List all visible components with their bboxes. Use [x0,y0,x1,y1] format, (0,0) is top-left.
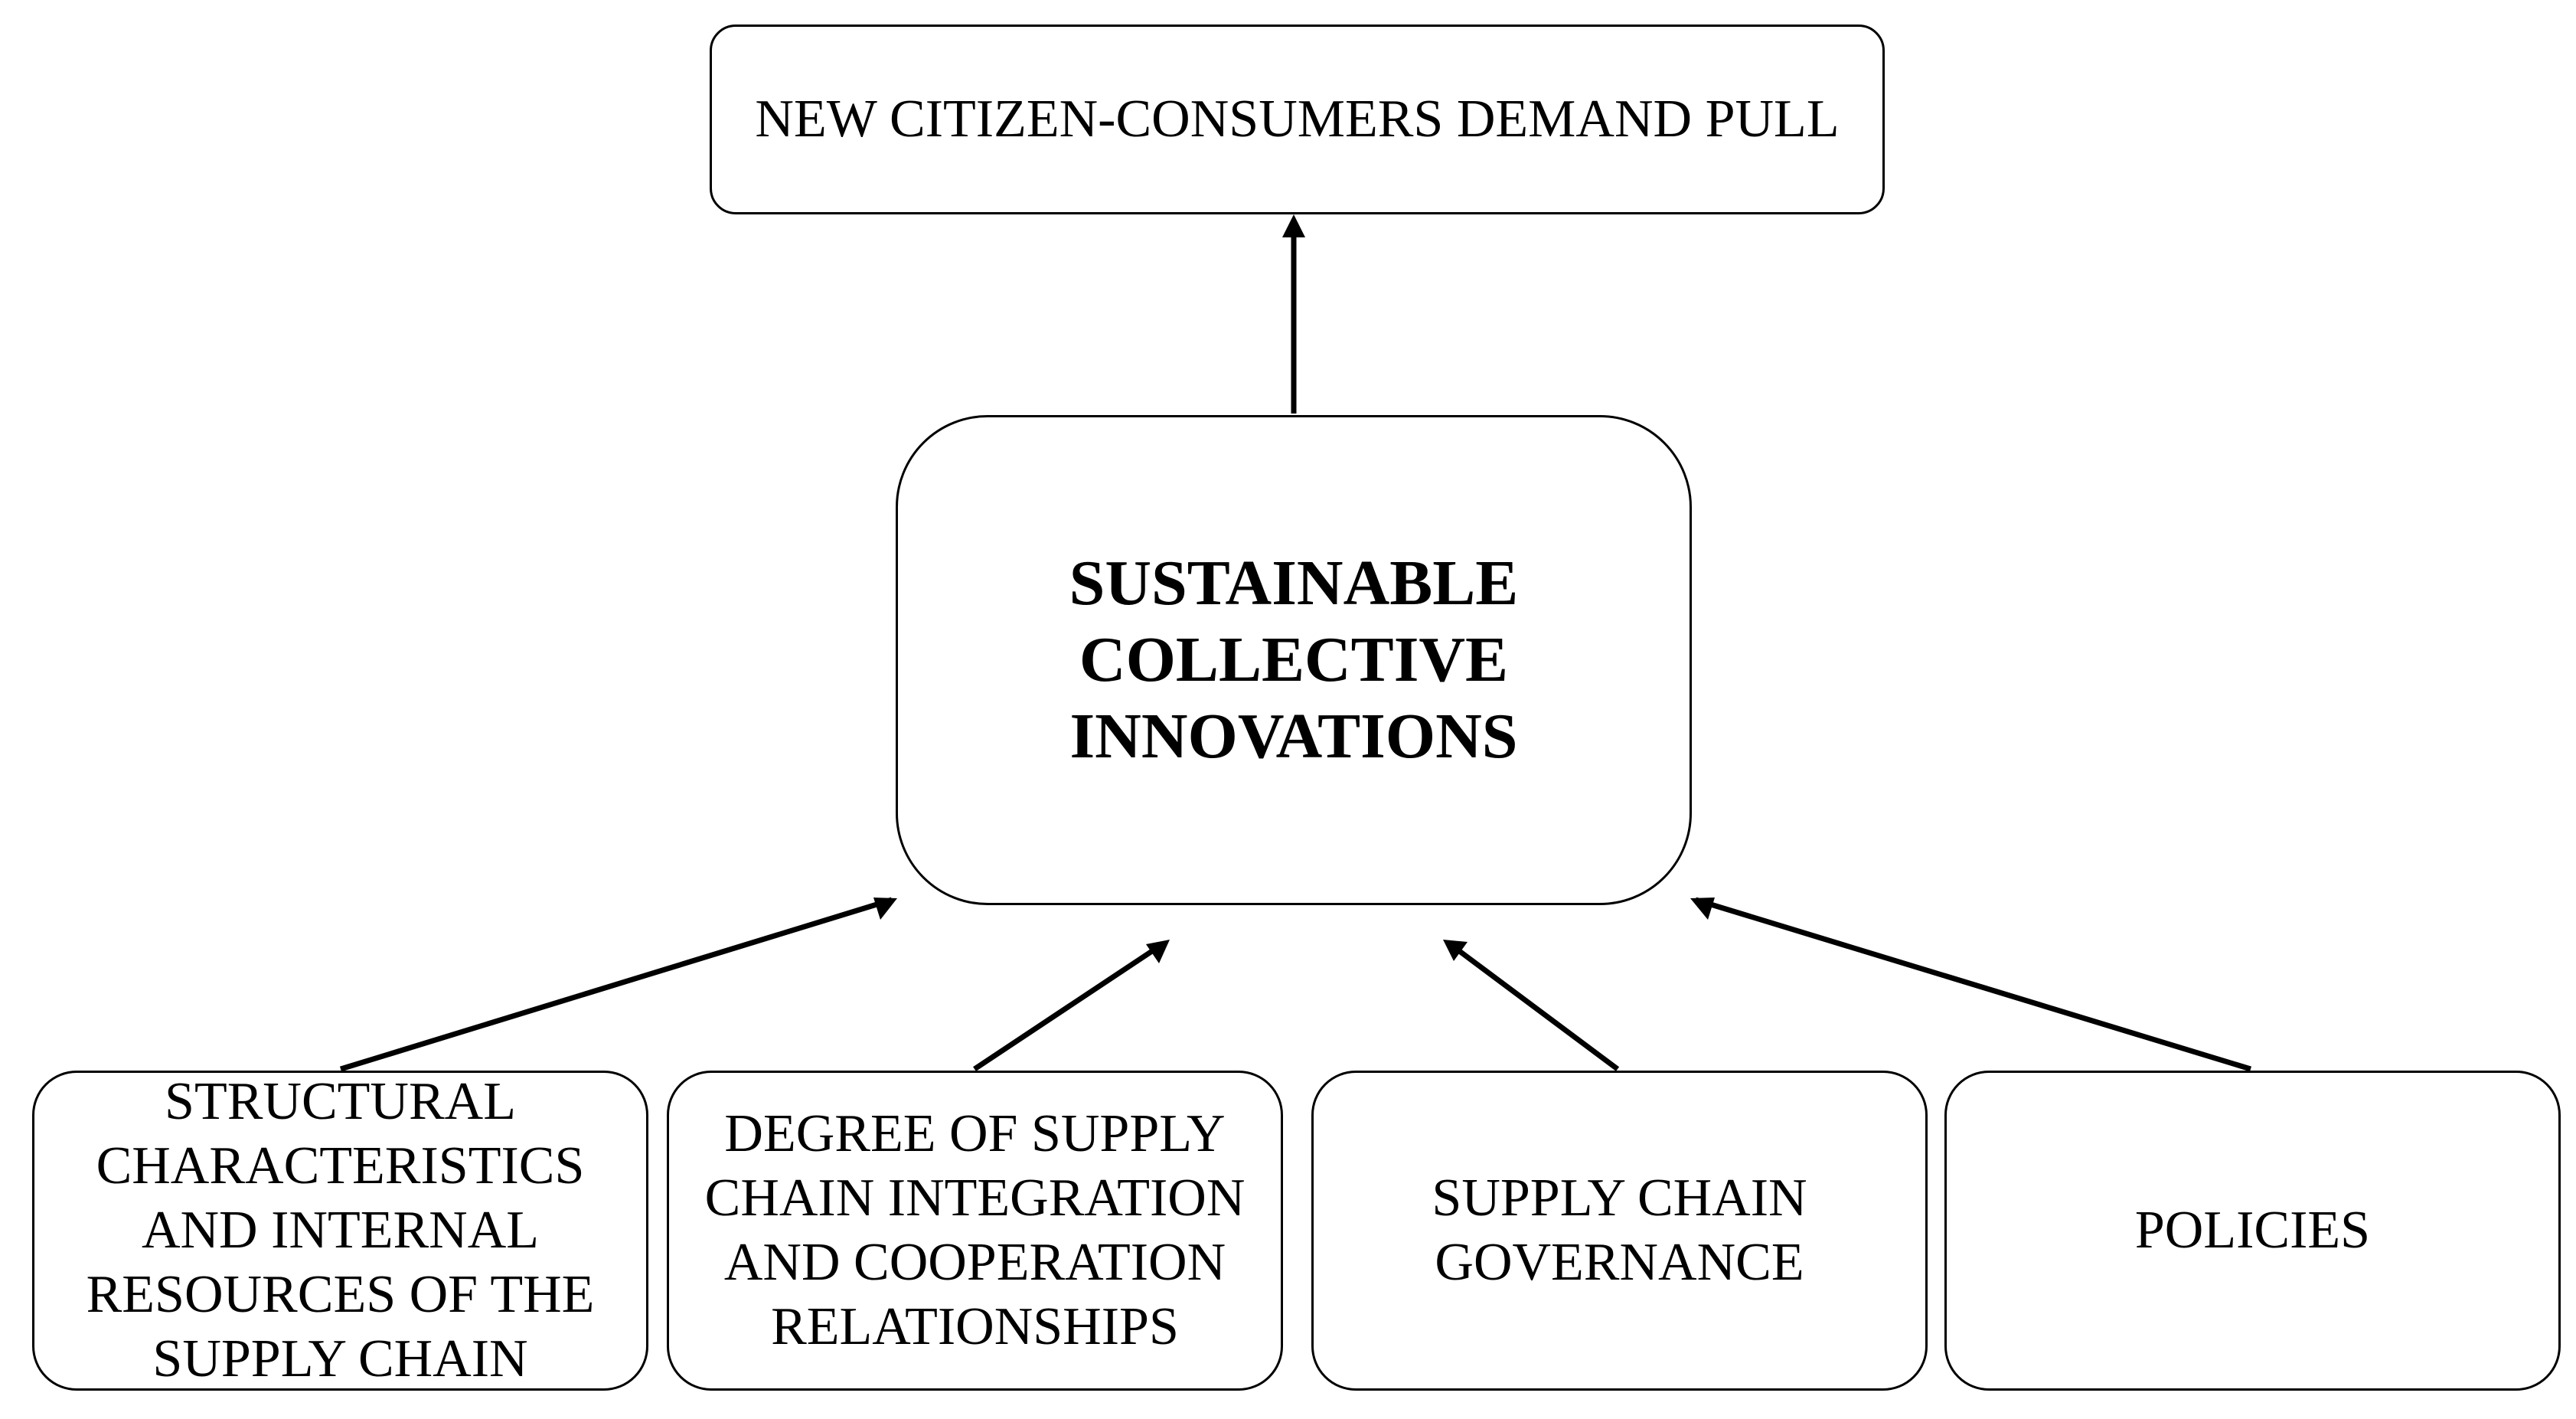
policies-label: POLICIES [2134,1201,2371,1260]
structural-characteristics-box: STRUCTURAL CHARACTERISTICS AND INTERNAL … [32,1071,648,1391]
sustainable-collective-innovations-label: SUSTAINABLE COLLECTIVE INNOVATIONS [1069,548,1519,772]
demand-pull-box: NEW CITIZEN-CONSUMERS DEMAND PULL [710,25,1885,214]
supply-chain-governance-label: SUPPLY CHAIN GOVERNANCE [1432,1169,1807,1292]
arrowhead-governance [1443,940,1468,961]
policies-box: POLICIES [1944,1071,2561,1391]
demand-pull-label: NEW CITIZEN-CONSUMERS DEMAND PULL [755,89,1840,149]
arrowhead-integration [1146,940,1170,963]
supply-chain-integration-label: DEGREE OF SUPPLY CHAIN INTEGRATION AND C… [704,1104,1246,1356]
structural-characteristics-label: STRUCTURAL CHARACTERISTICS AND INTERNAL … [86,1072,595,1388]
arrow-integration-to-center [973,941,1165,1071]
arrow-governance-to-center [1447,941,1620,1071]
sustainable-collective-innovations-box: SUSTAINABLE COLLECTIVE INNOVATIONS [896,415,1692,905]
supply-chain-integration-box: DEGREE OF SUPPLY CHAIN INTEGRATION AND C… [667,1071,1283,1391]
arrowhead-structural [873,898,897,920]
supply-chain-governance-box: SUPPLY CHAIN GOVERNANCE [1311,1071,1928,1391]
arrowhead-policies [1690,898,1715,920]
arrow-policies-to-center [1694,897,2252,1072]
arrow-structural-to-center [339,897,893,1072]
arrowhead-top [1282,214,1305,237]
